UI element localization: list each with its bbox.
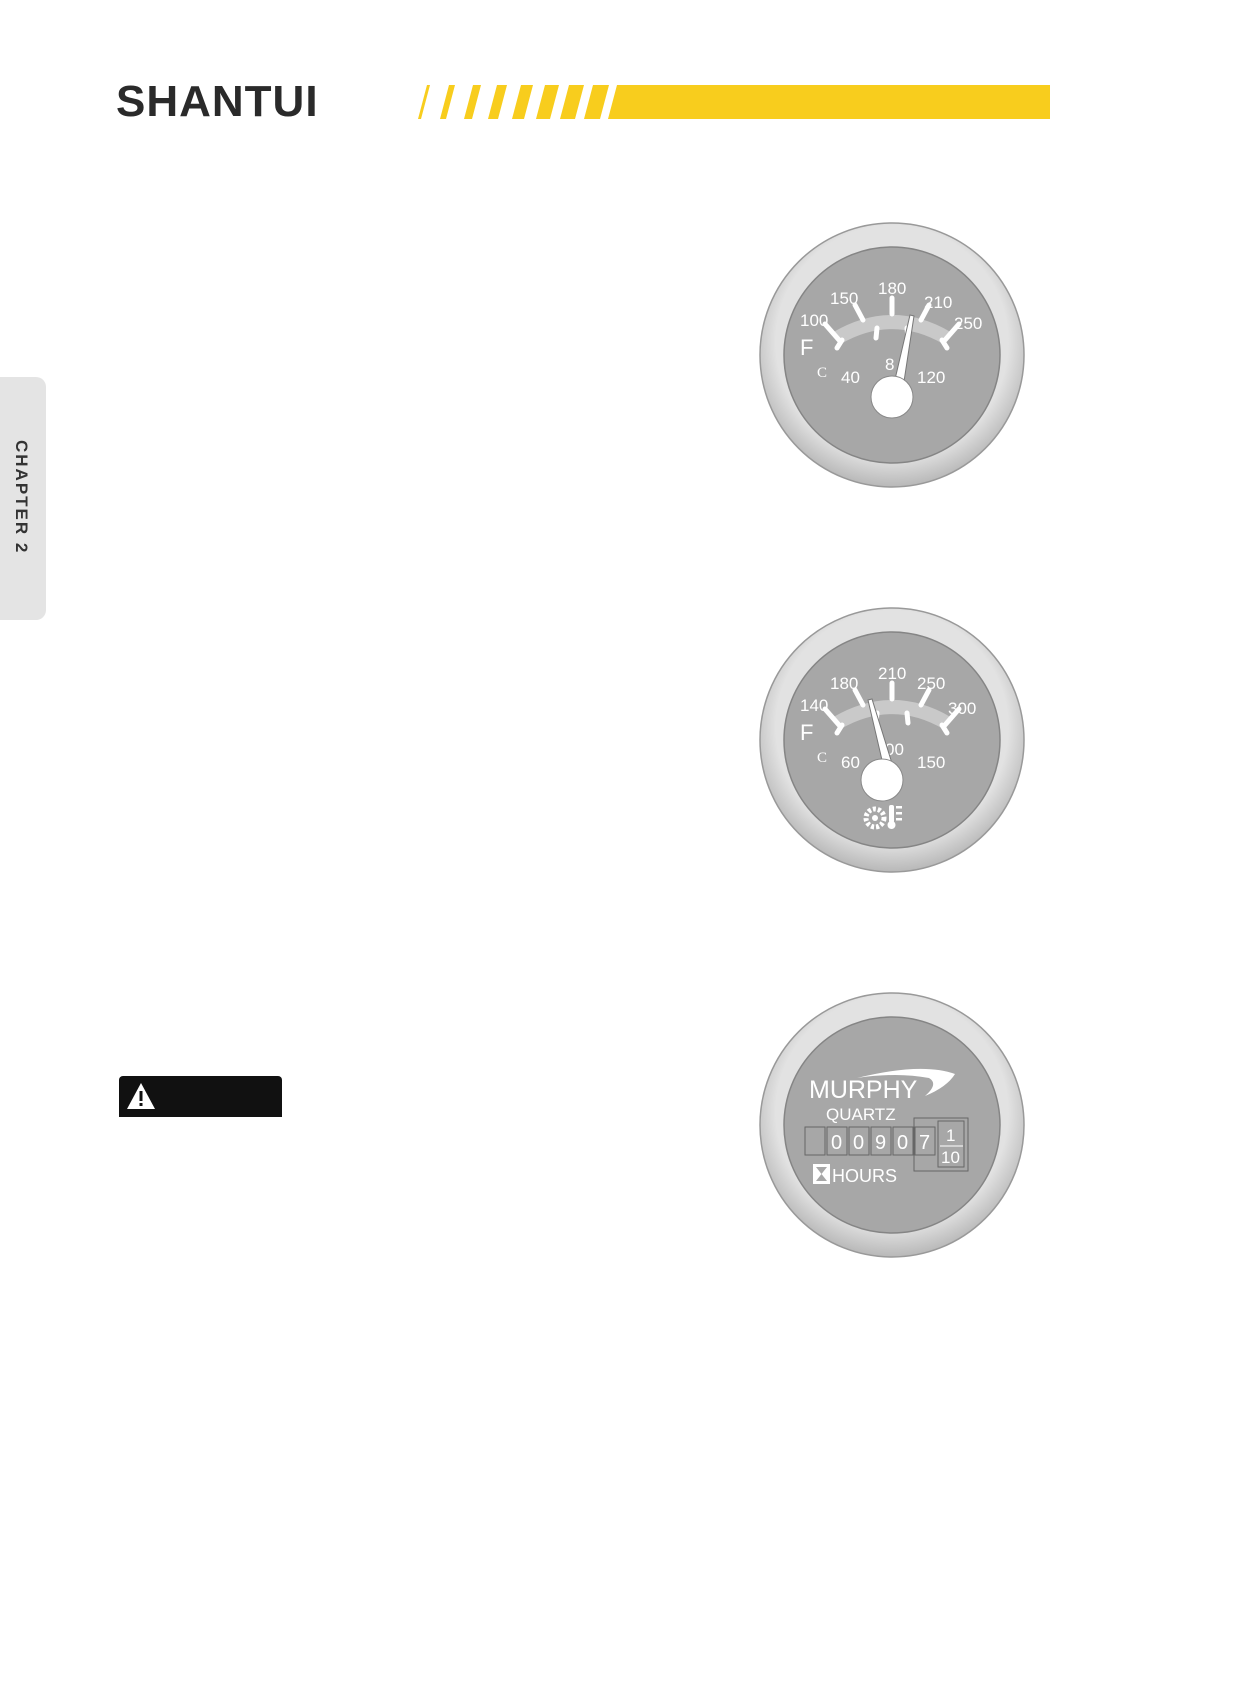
hour-meter-gauge: MURPHY QUARTZ 0 0 9 0 7 1 10 HOURS bbox=[757, 990, 1027, 1260]
hours-label: HOURS bbox=[832, 1166, 897, 1186]
brand-name: MURPHY bbox=[809, 1076, 918, 1104]
transmission-temperature-icon bbox=[863, 805, 902, 830]
hour-digit-4: 0 bbox=[897, 1132, 908, 1154]
chapter-label: CHAPTER 2 bbox=[12, 440, 31, 555]
f-tick-100: 100 bbox=[800, 311, 828, 330]
c-unit-label: C bbox=[817, 365, 827, 381]
f-tick-150: 150 bbox=[830, 289, 858, 308]
c-tick-40: 40 bbox=[841, 368, 860, 387]
warning-triangle-icon bbox=[127, 1083, 155, 1109]
chapter-side-tab bbox=[0, 377, 46, 620]
hour-digit-1: 0 bbox=[831, 1132, 842, 1154]
f-tick-210: 210 bbox=[924, 293, 952, 312]
c-tick-150: 150 bbox=[917, 753, 945, 772]
f-tick-250: 250 bbox=[954, 314, 982, 333]
hourglass-icon bbox=[813, 1164, 830, 1184]
c-tick-120: 120 bbox=[917, 368, 945, 387]
hour-digit-3: 9 bbox=[875, 1132, 886, 1154]
f-tick-300: 300 bbox=[948, 699, 976, 718]
f-unit-label: F bbox=[800, 335, 813, 360]
needle-hub bbox=[870, 375, 914, 419]
tenths-numerator: 1 bbox=[946, 1126, 955, 1145]
c-tick-100: 00 bbox=[885, 740, 904, 759]
logo-text: SHANTUI bbox=[116, 77, 319, 126]
tenths-denominator: 10 bbox=[941, 1148, 960, 1167]
hour-digit-5: 7 bbox=[919, 1132, 930, 1154]
c-tick-60: 60 bbox=[841, 753, 860, 772]
f-tick-180: 180 bbox=[878, 279, 906, 298]
header-stripe-bar bbox=[418, 85, 1050, 119]
c-tick-80: 8 bbox=[885, 355, 894, 374]
f-tick-250: 250 bbox=[917, 674, 945, 693]
c-unit-label: C bbox=[817, 750, 827, 766]
murphy-swoosh bbox=[857, 1068, 955, 1096]
f-tick-180: 180 bbox=[830, 674, 858, 693]
f-unit-label: F bbox=[800, 720, 813, 745]
f-tick-210: 210 bbox=[878, 664, 906, 683]
coolant-temperature-gauge: 100 150 180 210 250 F C 40 8 120 bbox=[757, 220, 1027, 490]
hour-digit-2: 0 bbox=[853, 1132, 864, 1154]
needle-hub bbox=[860, 758, 904, 802]
f-tick-140: 140 bbox=[800, 696, 828, 715]
brand-subtitle: QUARTZ bbox=[826, 1105, 896, 1124]
shantui-logo: SHANTUI bbox=[116, 80, 319, 124]
warning-badge bbox=[119, 1076, 282, 1117]
transmission-temperature-gauge: 140 180 210 250 300 F C 60 00 150 bbox=[757, 605, 1027, 875]
